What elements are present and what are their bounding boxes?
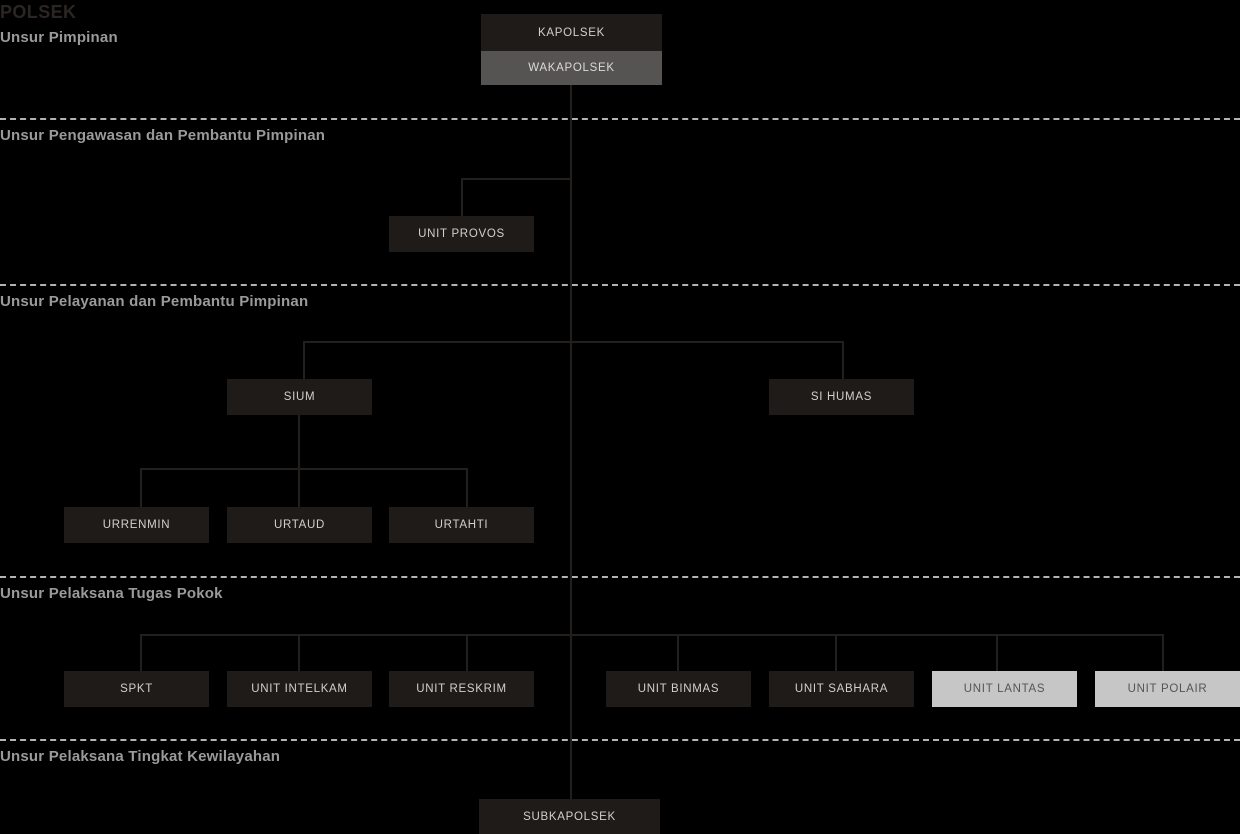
section-label-unsur-pengawasan: Unsur Pengawasan dan Pembantu Pimpinan [0,127,326,144]
section-divider-3 [0,576,1240,578]
section-label-unsur-pimpinan: Unsur Pimpinan [0,29,118,46]
section-label-unsur-pelayanan: Unsur Pelayanan dan Pembantu Pimpinan [0,293,309,310]
connector-intelkam-drop [298,634,300,671]
connector-sabhara-drop [835,634,837,671]
section-divider-1 [0,118,1240,120]
node-unit-reskrim[interactable]: UNIT RESKRIM [389,671,534,707]
connector-pelaksana-horizontal [140,634,1164,636]
node-unit-polair[interactable]: UNIT POLAIR [1095,671,1240,707]
node-urtahti[interactable]: URTAHTI [389,507,534,543]
section-label-unsur-pelaksana-kewilayahan: Unsur Pelaksana Tingkat Kewilayahan [0,748,281,765]
node-spkt[interactable]: SPKT [64,671,209,707]
page-title: POLSEK [0,2,77,22]
connector-urrow-horizontal [140,468,467,470]
node-wakapolsek[interactable]: WAKAPOLSEK [481,51,662,85]
connector-sium-to-subrow [298,415,300,468]
node-si-humas[interactable]: SI HUMAS [769,379,914,415]
connector-spkt-drop [140,634,142,671]
connector-binmas-drop [677,634,679,671]
node-unit-binmas[interactable]: UNIT BINMAS [606,671,751,707]
node-unit-provos[interactable]: UNIT PROVOS [389,216,534,252]
section-label-unsur-pelaksana-tugas-pokok: Unsur Pelaksana Tugas Pokok [0,585,223,602]
connector-sihumas-drop [842,341,844,379]
node-unit-sabhara[interactable]: UNIT SABHARA [769,671,914,707]
node-subkapolsek[interactable]: SUBKAPOLSEK [479,799,660,834]
node-urrenmin[interactable]: URRENMIN [64,507,209,543]
connector-polair-drop [1162,634,1164,671]
node-urtaud[interactable]: URTAUD [227,507,372,543]
connector-provos-horizontal [461,178,571,180]
connector-provos-drop [461,178,463,216]
connector-urtaud-drop [298,468,300,507]
connector-urtahti-drop [466,468,468,507]
node-unit-lantas[interactable]: UNIT LANTAS [932,671,1077,707]
node-unit-intelkam[interactable]: UNIT INTELKAM [227,671,372,707]
connector-reskrim-drop [466,634,468,671]
section-divider-2 [0,284,1240,286]
connector-sium-humas-horizontal [303,341,844,343]
section-divider-4 [0,739,1240,741]
node-sium[interactable]: SIUM [227,379,372,415]
connector-urrenmin-drop [140,468,142,507]
node-kapolsek[interactable]: KAPOLSEK [481,14,662,51]
connector-lantas-drop [996,634,998,671]
connector-sium-drop [303,341,305,379]
connector-main-spine [570,85,572,799]
